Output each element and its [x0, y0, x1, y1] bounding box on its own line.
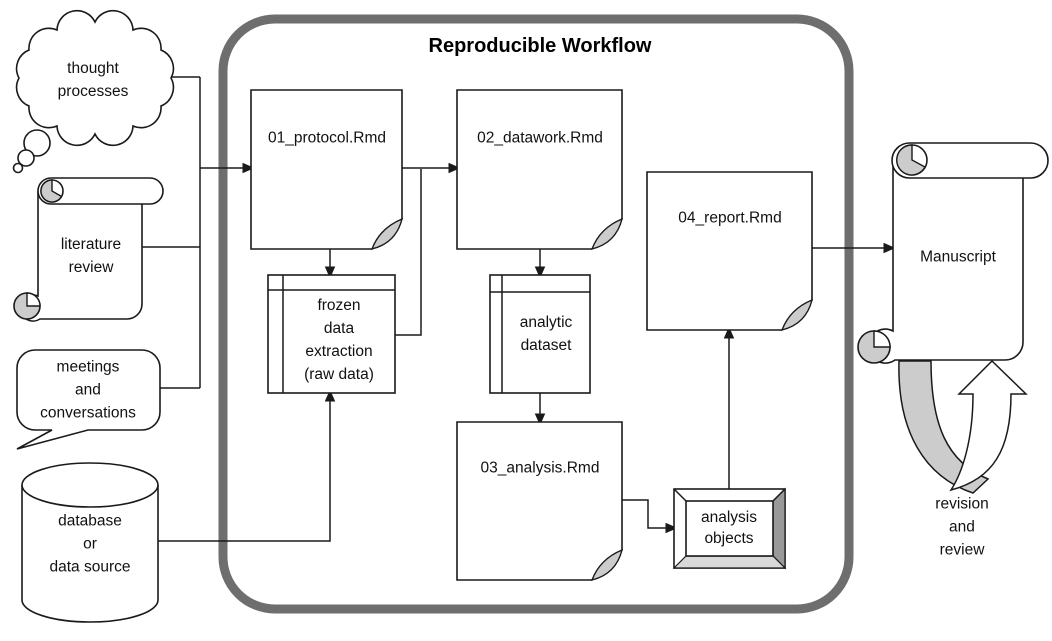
report-label: 04_report.Rmd [678, 209, 782, 227]
thought-cloud-shape [12, 9, 175, 174]
report-document-shape [646, 171, 814, 332]
thought-bubble-trail-2 [17, 149, 35, 167]
connector-arrows [158, 162, 896, 542]
workflow-title: Reproducible Workflow [428, 35, 652, 57]
literature-review-label: literature review [60, 236, 122, 276]
analysis-label: 03_analysis.Rmd [480, 459, 600, 477]
protocol-document-shape [250, 89, 404, 251]
revision-review-label: revision and review [935, 495, 989, 559]
analytic-dataset-shape [489, 274, 591, 394]
loop-arrow-down-band [898, 360, 990, 494]
arrow-database-to-frozen [158, 389, 336, 542]
thought-processes-label: thought processes [57, 60, 129, 100]
workflow-border [218, 14, 854, 614]
loop-arrow-up-arrow [949, 359, 1028, 492]
database-label: database or data source [49, 512, 131, 576]
folded-corner [590, 548, 624, 582]
literature-scroll-shape [13, 177, 164, 322]
datawork-document-shape [456, 89, 624, 251]
thought-bubble-trail-1 [23, 129, 51, 157]
manuscript-label: Manuscript [920, 248, 996, 266]
revision-loop-arrow [898, 359, 1028, 494]
folded-corner [780, 298, 814, 332]
meetings-label: meetings and conversations [40, 358, 136, 422]
protocol-label: 01_protocol.Rmd [267, 129, 387, 147]
thought-bubble-trail-3 [12, 162, 24, 174]
frozen-data-label: frozen data extraction (raw data) [304, 297, 374, 383]
folded-corner [590, 217, 624, 251]
database-cylinder-shape [21, 462, 159, 623]
analysis-objects-label: analysis objects [701, 509, 757, 547]
arrow-analysis-to-objects [622, 499, 678, 534]
analysis-document-shape [456, 421, 624, 582]
analysis-objects-shape [672, 487, 787, 570]
folded-corner [370, 217, 404, 251]
connector-lines [142, 76, 422, 389]
frozen-data-shape [267, 274, 396, 394]
manuscript-scroll-shape [857, 142, 1049, 364]
analytic-dataset-label: analytic dataset [519, 314, 573, 354]
datawork-label: 02_datawork.Rmd [477, 129, 603, 147]
speech-bubble-shape [16, 349, 161, 450]
